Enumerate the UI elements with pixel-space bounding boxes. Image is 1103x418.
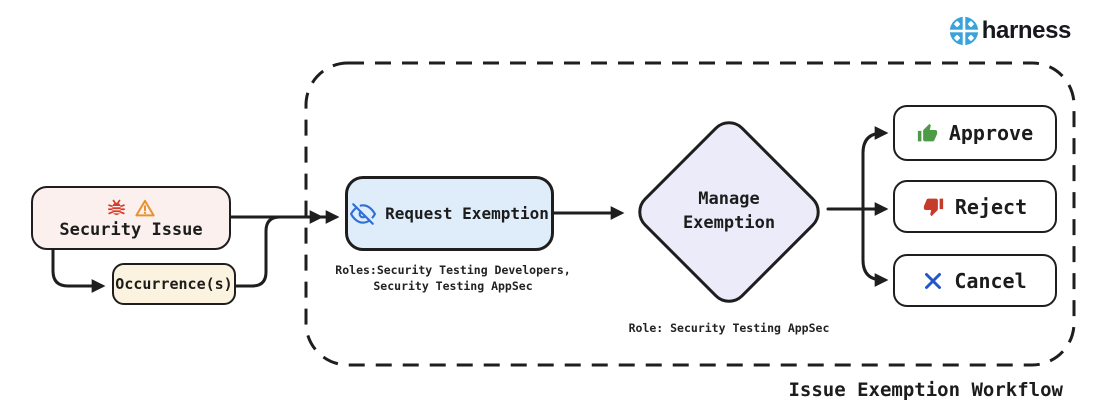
manage-exemption-role-note: Role: Security Testing AppSec: [628, 321, 830, 335]
node-approve: Approve: [893, 105, 1057, 161]
harness-logo: harness: [948, 16, 1072, 46]
x-icon: [925, 272, 942, 289]
workflow-title: Issue Exemption Workflow: [788, 379, 1063, 401]
request-exemption-roles-note: Roles:Security Testing Developers, Secur…: [330, 262, 576, 294]
occurrences-label: Occurrence(s): [115, 275, 233, 293]
harness-logo-icon: [948, 16, 979, 46]
thumbs-up-icon: [917, 123, 937, 141]
approve-label: Approve: [948, 121, 1034, 145]
reject-label: Reject: [954, 194, 1028, 219]
arrow-occurrences-to-request: [234, 210, 324, 288]
arrow-manage-to-approve: [861, 126, 889, 211]
roles-note-line1: Roles:Security Testing Developers,: [335, 263, 571, 277]
security-issue-icons: [106, 197, 156, 219]
node-request-exemption: Request Exemption: [345, 176, 554, 251]
roles-note-line2: Security Testing AppSec: [373, 279, 533, 294]
manage-exemption-label-line2: Exemption: [682, 213, 776, 233]
node-occurrences: Occurrence(s): [112, 263, 236, 305]
thumbs-down-icon: [923, 198, 943, 217]
node-cancel: Cancel: [893, 254, 1057, 307]
request-exemption-label: Request Exemption: [385, 204, 549, 223]
bug-icon: [107, 199, 126, 216]
manage-exemption-label: Manage Exemption: [639, 142, 819, 282]
arrow-manage-to-cancel: [861, 207, 889, 287]
security-issue-label: Security Issue: [59, 219, 203, 240]
cancel-label: Cancel: [954, 268, 1027, 293]
node-security-issue: Security Issue: [31, 186, 231, 250]
arrow-security-to-occurrences: [51, 248, 106, 293]
manage-exemption-label-line1: Manage: [698, 189, 760, 210]
eye-off-icon: [350, 202, 377, 225]
node-reject: Reject: [893, 180, 1057, 233]
harness-logo-text: harness: [981, 17, 1072, 44]
warning-icon: [135, 199, 155, 216]
